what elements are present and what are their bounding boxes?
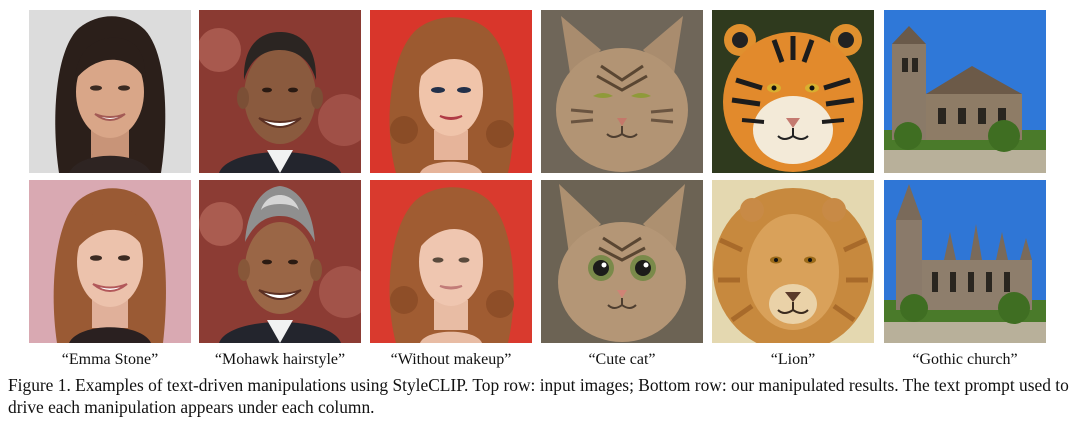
prompt-label-mohawk-hairstyle: “Mohawk hairstyle” — [214, 351, 346, 368]
output-image-woman-auburn-hair — [29, 180, 191, 343]
output-image-man-mohawk — [199, 180, 361, 343]
prompt-label-lion: “Lion” — [770, 351, 816, 368]
output-image-gothic-cathedral — [884, 180, 1046, 343]
figure-caption: Figure 1. Examples of text-driven manipu… — [8, 375, 1069, 417]
input-image-tiger — [712, 10, 874, 173]
input-image-church — [884, 10, 1046, 173]
prompt-label-gothic-church: “Gothic church” — [912, 351, 1018, 368]
input-image-tabby-cat — [541, 10, 703, 173]
prompt-label-emma-stone: “Emma Stone” — [61, 351, 159, 368]
output-image-cute-kitten — [541, 180, 703, 343]
input-image-woman-dark-hair — [29, 10, 191, 173]
output-image-lion — [712, 180, 874, 343]
prompt-label-cute-cat: “Cute cat” — [588, 351, 656, 368]
input-image-woman-with-makeup — [370, 10, 532, 173]
prompt-label-without-makeup: “Without makeup” — [390, 351, 512, 368]
input-image-man-short-hair — [199, 10, 361, 173]
output-image-woman-without-makeup — [370, 180, 532, 343]
